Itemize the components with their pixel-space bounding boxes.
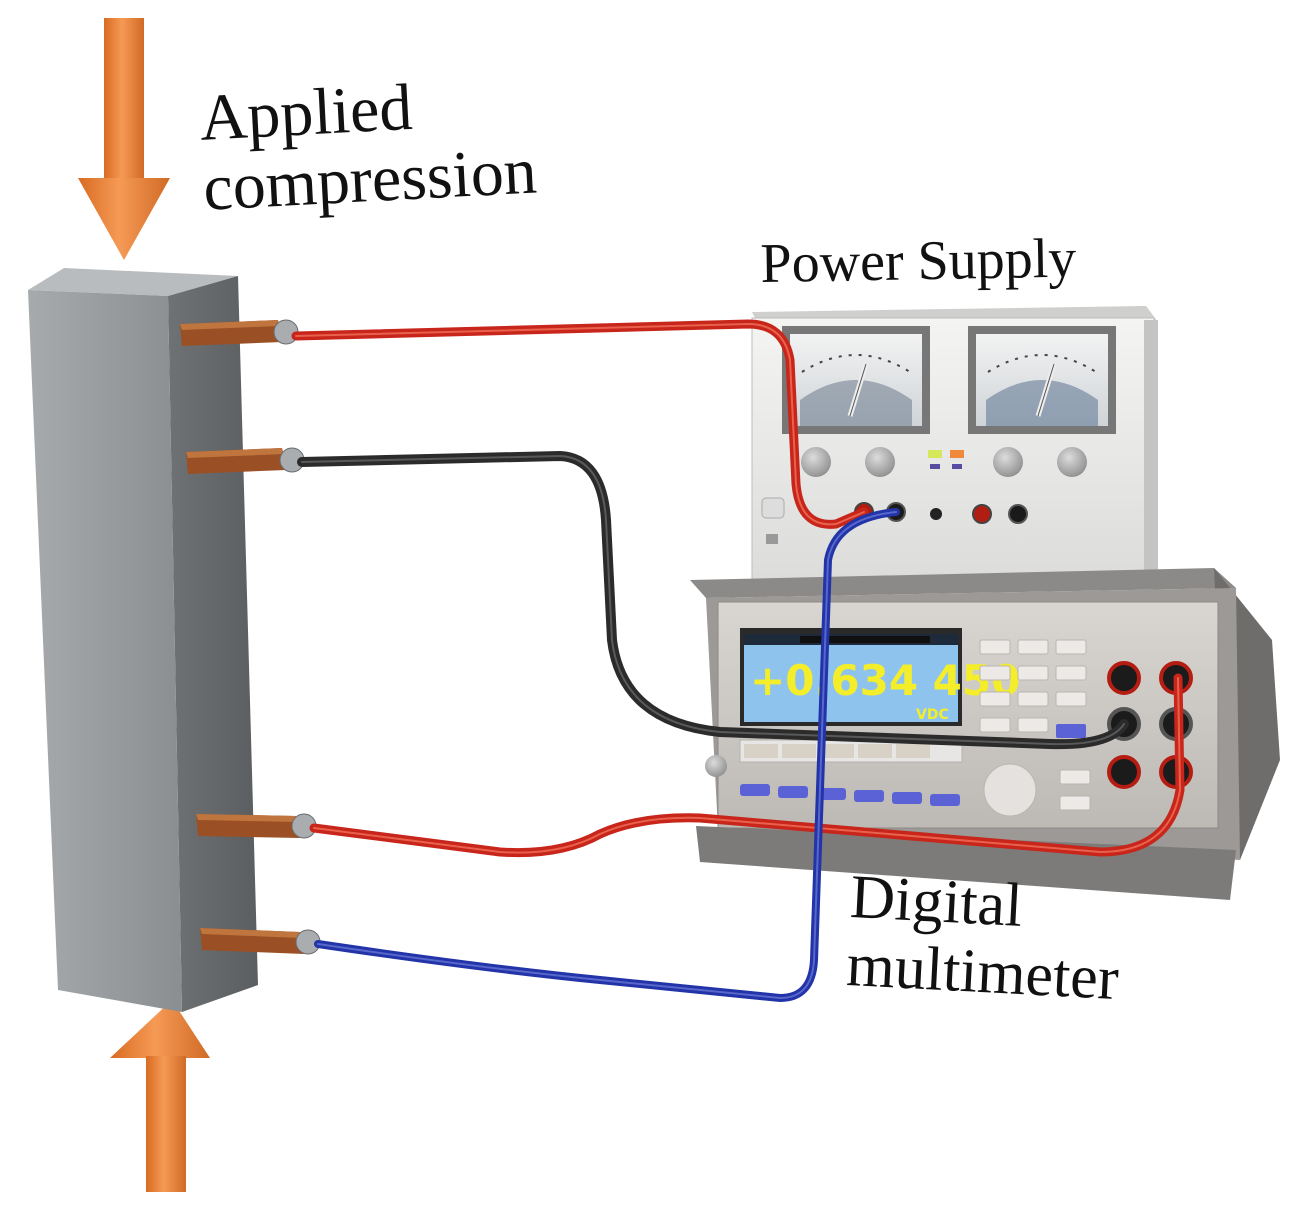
wire-black [297,450,1129,750]
digital-multimeter-line2: multimeter [845,930,1121,1014]
digital-multimeter: +0.634 450 VDC [690,568,1280,900]
multimeter-display: +0.634 450 VDC [740,628,1020,726]
compression-arrow-top [78,18,170,260]
digital-multimeter-line1: Digital [848,863,1025,940]
wire-red-top [291,319,869,529]
display-reading: +0.634 450 [750,656,1020,705]
keypad [979,639,1091,817]
function-buttons [705,755,960,806]
power-supply-label: Power Supply [759,227,1077,295]
compression-arrow-bottom [110,1000,210,1192]
applied-compression-line2: compression [201,134,539,225]
applied-compression-label: Applied compression [198,69,539,225]
current-meter [968,326,1116,434]
indicator-leds [928,450,964,469]
electrode-4 [200,928,321,955]
display-unit: VDC [916,707,949,723]
electrode-2 [186,447,305,474]
power-supply-knobs [801,447,1087,477]
digital-multimeter-label: Digital multimeter [845,863,1123,1014]
wire-blue [314,508,900,1003]
concrete-specimen [28,268,258,1012]
electrode-3 [196,813,317,839]
voltage-meter [782,326,930,434]
power-supply [751,306,1158,581]
softkey-strip [739,739,963,763]
electrode-1 [180,319,299,346]
power-switch [761,497,785,544]
wire-red-bottom [309,673,1185,858]
